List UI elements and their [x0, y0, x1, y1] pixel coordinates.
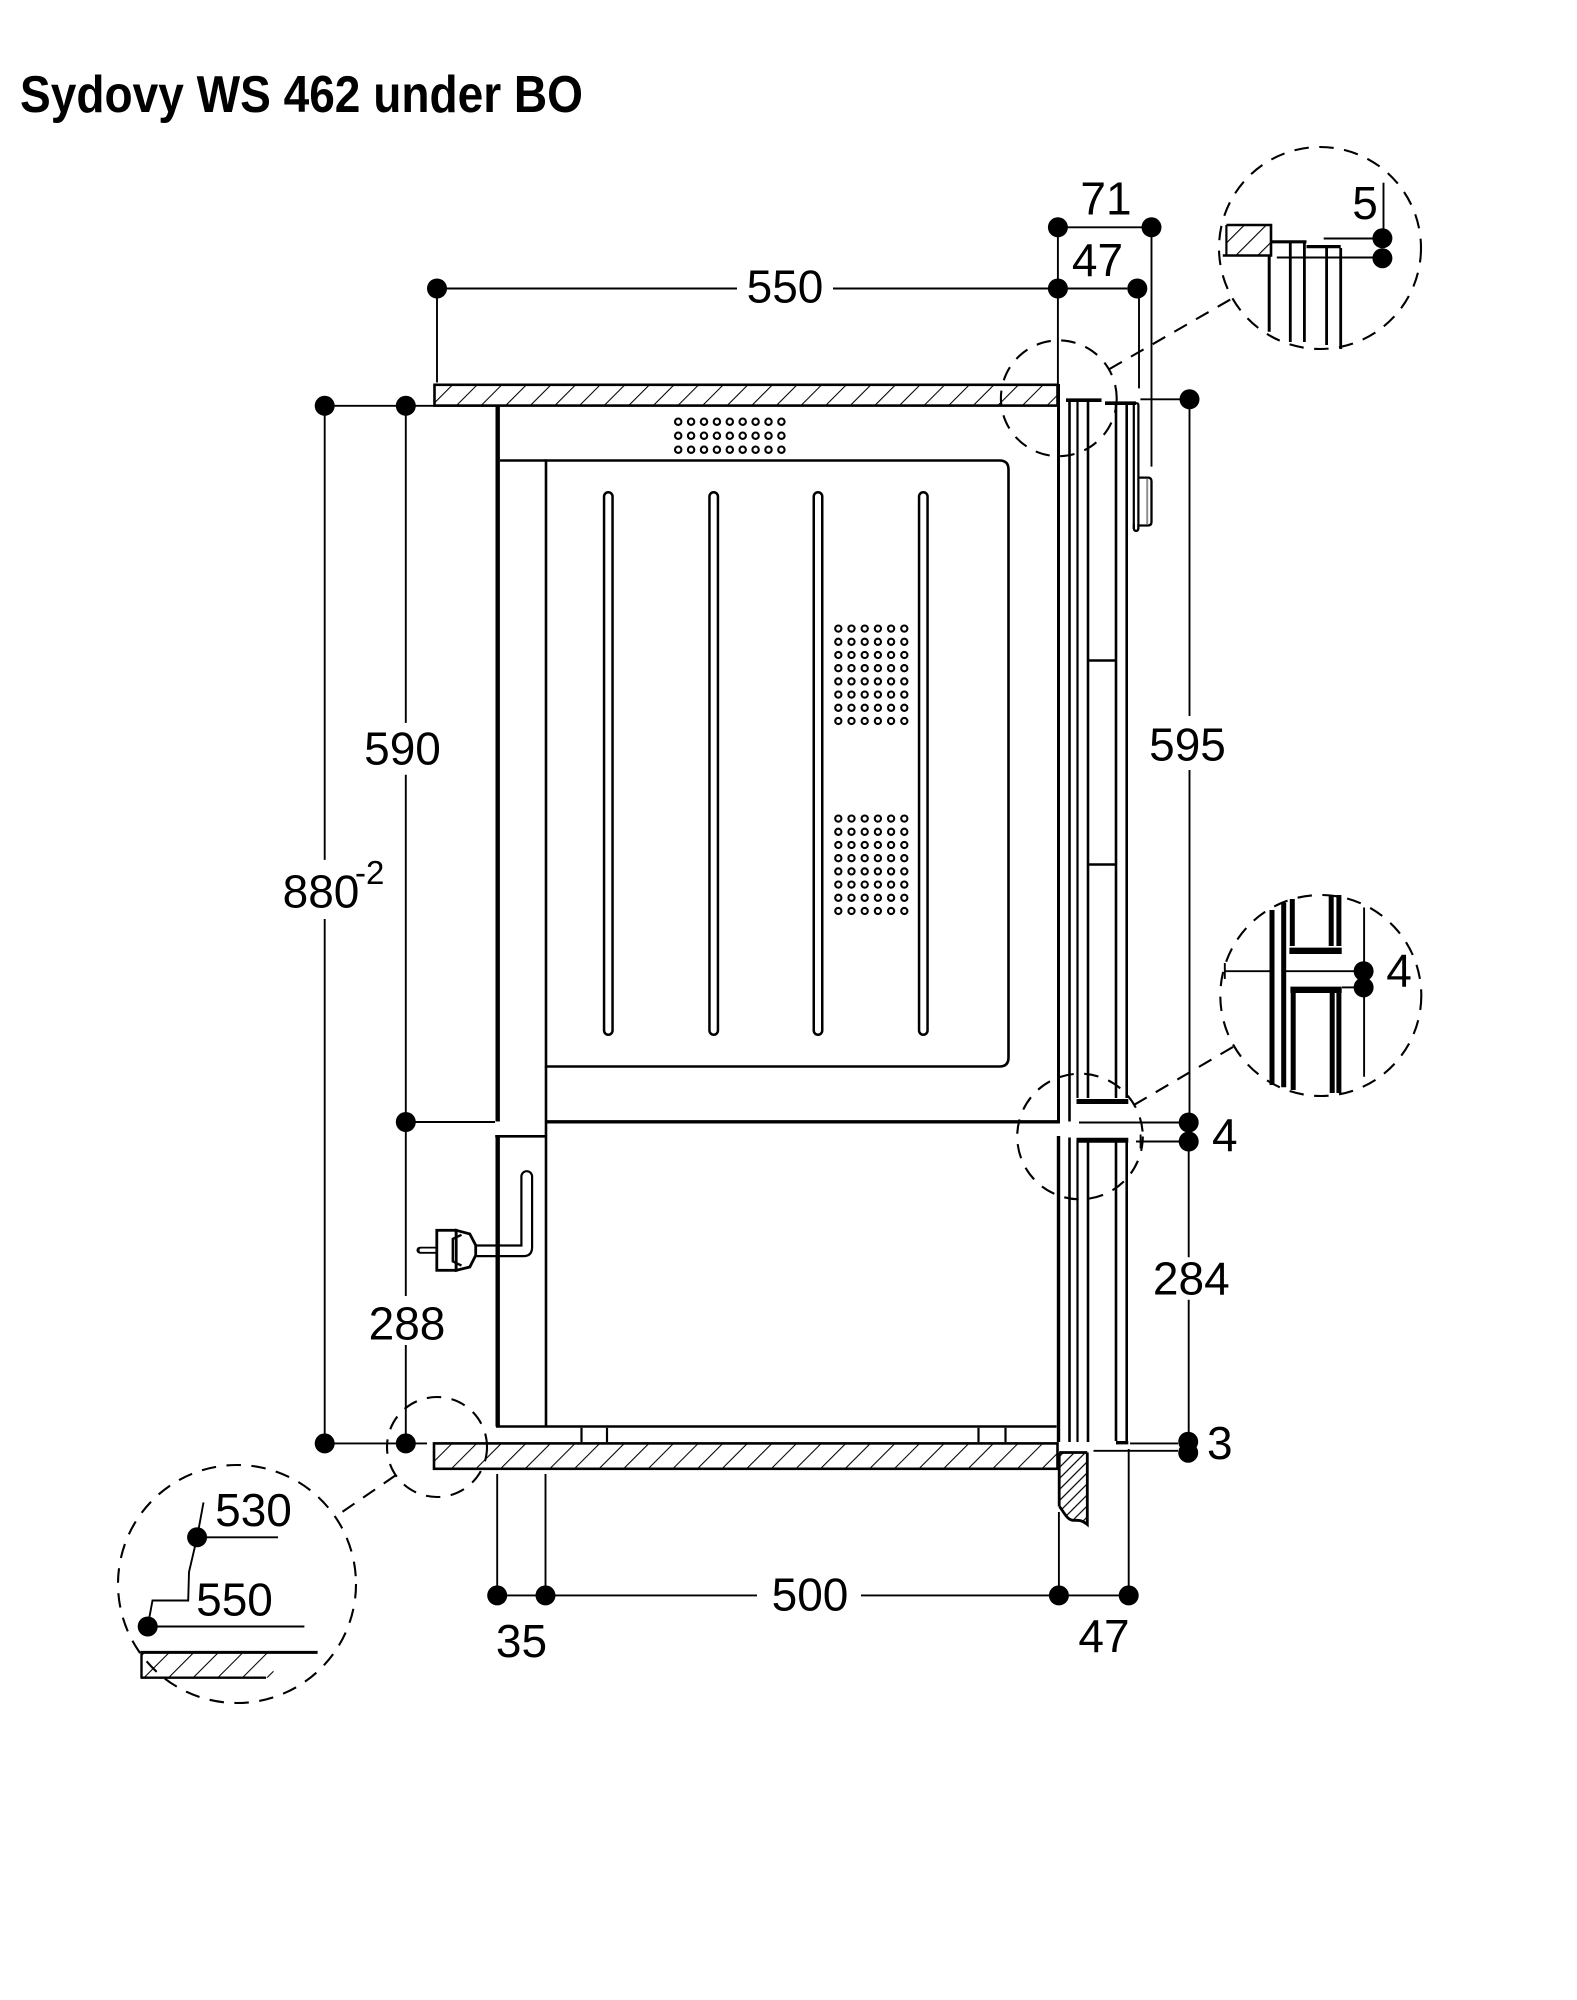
svg-text:550: 550	[747, 261, 824, 313]
svg-text:5: 5	[1352, 177, 1378, 229]
svg-text:35: 35	[496, 1615, 547, 1667]
svg-text:4: 4	[1212, 1109, 1238, 1161]
svg-text:550: 550	[196, 1574, 273, 1626]
svg-text:3: 3	[1207, 1417, 1233, 1469]
svg-text:595: 595	[1149, 719, 1226, 771]
svg-text:71: 71	[1080, 173, 1131, 225]
svg-text:47: 47	[1078, 1610, 1129, 1662]
svg-text:500: 500	[772, 1569, 849, 1621]
svg-text:880: 880	[283, 866, 360, 918]
svg-text:47: 47	[1072, 234, 1123, 286]
svg-text:590: 590	[364, 723, 441, 775]
svg-text:284: 284	[1153, 1253, 1230, 1305]
svg-text:-2: -2	[355, 854, 384, 891]
svg-text:530: 530	[215, 1484, 292, 1536]
svg-text:288: 288	[369, 1298, 446, 1350]
svg-text:4: 4	[1386, 945, 1412, 997]
svg-text:Sydovy WS 462 under BO: Sydovy WS 462 under BO	[20, 66, 583, 124]
